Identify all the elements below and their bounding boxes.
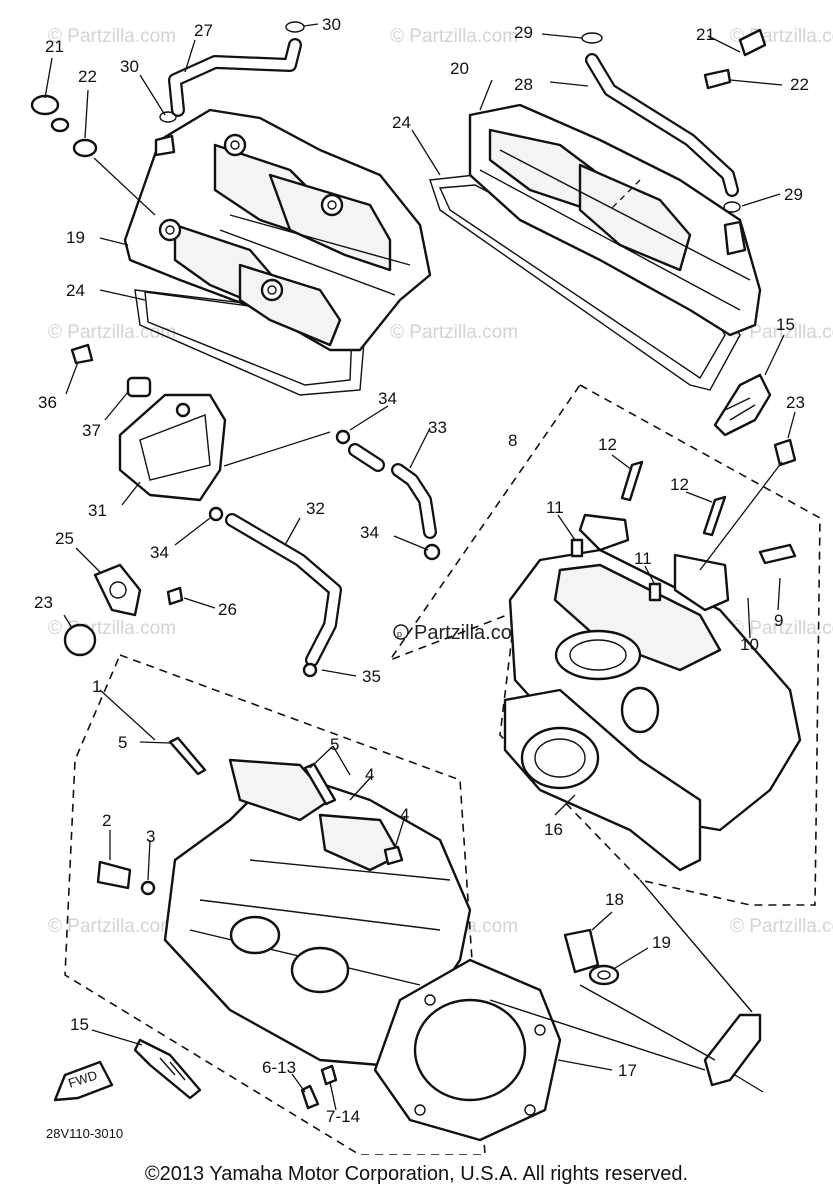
callout-16-lower: 17 [618, 1061, 637, 1080]
callout-10: 10 [740, 635, 759, 654]
callout-3: 3 [146, 827, 155, 846]
callout-29-right: 29 [784, 185, 803, 204]
callout-34-d: 35 [362, 667, 381, 686]
callout-19: 19 [66, 228, 85, 247]
callout-22-left: 22 [78, 67, 97, 86]
small-hardware-top [30, 21, 767, 365]
callout-9: 9 [774, 611, 783, 630]
leader-lines [44, 23, 796, 1111]
watermark: © Partzilla.com [390, 322, 518, 343]
cover-plate-and-plugs [63, 438, 797, 657]
callout-34-a: 34 [150, 543, 169, 562]
callout-21-left: 21 [45, 37, 64, 56]
callout-31: 31 [88, 501, 107, 520]
watermark: © Partzilla.com [730, 618, 833, 639]
callout-27: 27 [194, 21, 213, 40]
callout-15-right: 15 [776, 315, 795, 334]
callout-23-right: 23 [786, 393, 805, 412]
spark-plugs [133, 373, 772, 1100]
callout-26: 26 [218, 600, 237, 619]
right-cylinder-head-cover [429, 103, 762, 391]
callout-24-right: 24 [392, 113, 411, 132]
watermark: © Partzilla.com [48, 26, 176, 47]
callout-36: 37 [82, 421, 101, 440]
callout-1: 1 [92, 677, 101, 696]
callout-4-b: 4 [400, 805, 409, 824]
callout-35: 36 [38, 393, 57, 412]
callout-18: 19 [652, 933, 671, 952]
callout-24-left: 24 [66, 281, 85, 300]
callout-12-a: 12 [598, 435, 617, 454]
callout-25: 25 [55, 529, 74, 548]
fitting-and-bracket [489, 879, 762, 1087]
air-valve-assembly [118, 376, 227, 502]
center-watermark: p Partzilla.com [393, 622, 528, 644]
callout-29-top: 29 [514, 23, 533, 42]
left-cylinder-head [96, 736, 472, 1067]
callout-17: 18 [605, 890, 624, 909]
drawing-number: 28V110-3010 [46, 1126, 123, 1141]
callout-5-b: 5 [330, 735, 339, 754]
right-cylinder-head [503, 460, 802, 872]
callout-2: 2 [102, 811, 111, 830]
callout-21-right: 21 [696, 25, 715, 44]
head-bolts-lower [300, 1064, 338, 1110]
watermark: © Partzilla.com [390, 26, 518, 47]
callout-5-a: 5 [118, 733, 127, 752]
callout-4-a: 4 [365, 765, 374, 784]
callout-16-right: 16 [544, 820, 563, 839]
watermark: © Partzilla.com [48, 916, 176, 937]
copyright-notice: ©2013 Yamaha Motor Corporation, U.S.A. A… [144, 1163, 689, 1185]
callout-23-left: 23 [34, 593, 53, 612]
left-cylinder-head-cover [123, 108, 432, 396]
callout-34-c: 34 [360, 523, 379, 542]
callout-8: 8 [508, 431, 517, 450]
forward-arrow: FWD [53, 1060, 114, 1102]
watermark: © Partzilla.com [730, 322, 833, 343]
cylinder-head-gaskets [373, 958, 562, 1142]
svg-text:p: p [397, 629, 402, 639]
callout-11-b: 11 [634, 549, 652, 568]
callout-30-top: 30 [322, 15, 341, 34]
center-watermark-text: Partzilla.com [414, 622, 528, 644]
air-induction-hoses [208, 429, 441, 678]
callout-22-right: 22 [790, 75, 809, 94]
callout-32: 32 [306, 499, 325, 518]
callout-30-left: 30 [120, 57, 139, 76]
parts-diagram: © Partzilla.com © Partzilla.com © Partzi… [30, 15, 833, 1155]
callout-20: 20 [450, 59, 469, 78]
callout-labels: 21 22 27 30 30 19 24 36 37 31 34 32 34 3… [34, 15, 809, 1126]
callout-12-b: 12 [670, 475, 689, 494]
watermark: © Partzilla.com [730, 916, 833, 937]
callout-15-left: 15 [70, 1015, 89, 1034]
callout-34-b: 34 [378, 389, 397, 408]
assembly-boundaries [64, 383, 821, 1155]
callout-7-14: 7-14 [326, 1107, 360, 1126]
callout-11-a: 11 [546, 498, 564, 517]
callout-33: 33 [428, 418, 447, 437]
callout-6-13: 6-13 [262, 1058, 296, 1077]
breather-hoses [168, 38, 739, 211]
callout-28: 28 [514, 75, 533, 94]
